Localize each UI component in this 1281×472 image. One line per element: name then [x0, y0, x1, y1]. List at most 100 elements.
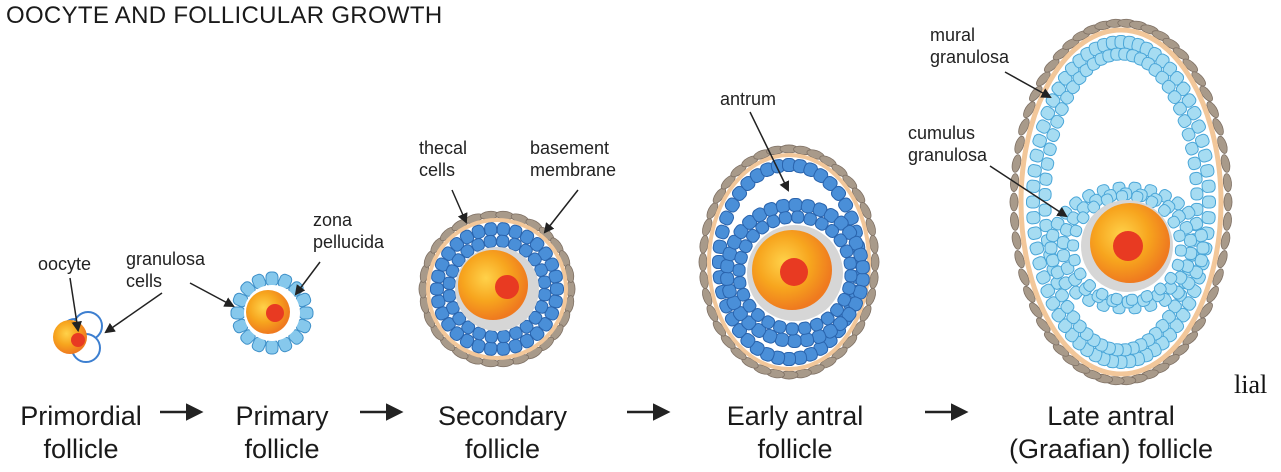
granulosa-cell: [431, 283, 444, 295]
stage-early-antral-line2: follicle: [700, 433, 890, 466]
thecal-cell: [1224, 193, 1232, 211]
granulosa-cell: [799, 332, 814, 347]
granulosa-cell: [483, 235, 497, 249]
granulosa-cell: [856, 273, 870, 287]
label-zona-pellucida-line1: zona: [313, 209, 384, 231]
thecal-cell: [1222, 212, 1232, 231]
label-mural-granulosa-line2: granulosa: [930, 46, 1009, 68]
secondary-follicle: [419, 210, 575, 367]
thecal-cell: [871, 253, 879, 271]
stage-primordial-line1: Primordial: [6, 400, 156, 433]
label-mural-granulosa: mural granulosa: [930, 24, 1009, 68]
granulosa-cell: [538, 275, 552, 289]
granulosa-cell: [733, 276, 747, 290]
granulosa-cell: [798, 321, 812, 335]
stage-primordial-line2: follicle: [6, 433, 156, 466]
label-mural-granulosa-line1: mural: [930, 24, 1009, 46]
granulosa-cell: [733, 264, 746, 277]
cumulus-cell: [1197, 242, 1209, 254]
label-basement-membrane-line1: basement: [530, 137, 616, 159]
primary-nucleus: [266, 304, 284, 322]
granulosa-cell: [1039, 172, 1053, 186]
granulosa-cell: [266, 340, 278, 354]
stage-primary-line1: Primary: [212, 400, 352, 433]
cumulus-cell: [1057, 249, 1071, 263]
stage-early-antral: Early antral follicle: [700, 400, 890, 466]
granulosa-cell: [788, 334, 801, 347]
stage-early-antral-line1: Early antral: [700, 400, 890, 433]
label-basement-membrane: basement membrane: [530, 137, 616, 181]
pointer-granulosa-primordial: [106, 293, 162, 332]
granulosa-cell: [1203, 196, 1216, 208]
stage-secondary-line2: follicle: [415, 433, 590, 466]
granulosa-cell: [789, 198, 802, 211]
label-thecal-cells: thecal cells: [419, 137, 467, 181]
granulosa-cell: [843, 256, 857, 270]
granulosa-cell: [497, 330, 511, 344]
late-antral-follicle: [1010, 19, 1233, 385]
early-antral-nucleus: [780, 258, 808, 286]
stage-late-antral: Late antral (Graafian) follicle: [985, 400, 1237, 466]
primordial-nucleus: [71, 333, 85, 347]
early-antral-follicle: [699, 145, 880, 379]
label-cumulus-granulosa-line2: granulosa: [908, 144, 987, 166]
granulosa-cell: [497, 222, 510, 236]
pointer-basement-membrane: [545, 190, 578, 232]
granulosa-cell: [786, 323, 799, 336]
cumulus-cell: [1184, 234, 1198, 248]
granulosa-cell: [538, 288, 551, 301]
late-antral-nucleus: [1113, 231, 1143, 261]
label-granulosa-cells-line1: granulosa: [126, 248, 205, 270]
granulosa-cell: [775, 199, 790, 214]
stage-primary: Primary follicle: [212, 400, 352, 466]
label-basement-membrane-line2: membrane: [530, 159, 616, 181]
label-thecal-cells-line2: cells: [419, 159, 467, 181]
granulosa-cell: [443, 277, 456, 290]
label-antrum: antrum: [720, 88, 776, 110]
thecal-cell: [1222, 173, 1232, 192]
thecal-cell: [699, 253, 707, 271]
label-zona-pellucida: zona pellucida: [313, 209, 384, 253]
secondary-nucleus: [495, 275, 519, 299]
thecal-cell: [1010, 212, 1020, 231]
thecal-cell: [1010, 193, 1018, 211]
granulosa-cell: [792, 211, 805, 224]
primordial-follicle: [53, 312, 102, 362]
label-granulosa-cells-line2: cells: [126, 270, 205, 292]
granulosa-cell: [484, 222, 497, 236]
primary-follicle: [231, 272, 313, 354]
label-thecal-cells-line1: thecal: [419, 137, 467, 159]
label-zona-pellucida-line2: pellucida: [313, 231, 384, 253]
label-cumulus-granulosa-line1: cumulus: [908, 122, 987, 144]
cumulus-cell: [1126, 294, 1138, 306]
granulosa-cell: [497, 342, 510, 356]
granulosa-cell: [1189, 172, 1203, 186]
stage-late-antral-line1: Late antral: [985, 400, 1237, 433]
granulosa-cell: [1191, 188, 1204, 201]
cumulus-cell: [1110, 293, 1123, 306]
stage-secondary: Secondary follicle: [415, 400, 590, 466]
pointer-thecal-cells: [452, 190, 466, 222]
cumulus-cell: [1067, 240, 1079, 252]
granulosa-cell: [1202, 180, 1216, 193]
granulosa-cell: [1026, 211, 1040, 224]
granulosa-cell: [720, 272, 734, 286]
granulosa-cell: [443, 289, 457, 303]
label-granulosa-cells: granulosa cells: [126, 248, 205, 292]
granulosa-cell: [485, 330, 498, 343]
granulosa-cell: [299, 307, 313, 319]
cumulus-cell: [1045, 242, 1057, 254]
granulosa-cell: [551, 283, 564, 295]
granulosa-cell: [266, 272, 278, 286]
label-oocyte: oocyte: [38, 253, 91, 275]
cumulus-cell: [1175, 245, 1187, 257]
granulosa-cell: [778, 211, 792, 225]
stage-primordial: Primordial follicle: [6, 400, 156, 466]
granulosa-cell: [231, 307, 245, 319]
granulosa-cell: [856, 260, 870, 274]
stage-secondary-line1: Secondary: [415, 400, 590, 433]
stage-primary-line2: follicle: [212, 433, 352, 466]
label-cumulus-granulosa: cumulus granulosa: [908, 122, 987, 166]
granulosa-cell: [496, 235, 509, 248]
